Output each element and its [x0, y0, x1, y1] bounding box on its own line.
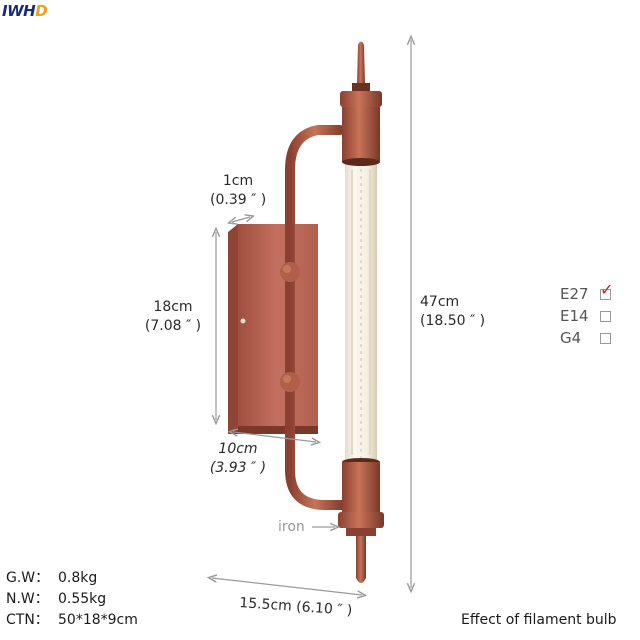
plate-height-cm: 18cm [153, 299, 193, 315]
checkbox-unchecked[interactable] [600, 332, 611, 344]
checkbox-checked[interactable]: ✓ [600, 281, 613, 300]
spec-key: CTN： [6, 612, 49, 628]
socket-name: G4 [560, 329, 582, 347]
socket-option-e14[interactable]: E14 [560, 305, 611, 327]
spec-carton-size: CTN： 50*18*9cm [6, 610, 138, 631]
plate-width-inch: (3.93 ″ ) [209, 460, 267, 476]
bottom-cap [338, 458, 384, 583]
spec-key: N.W： [6, 591, 49, 607]
spec-net-weight: N.W： 0.55kg [6, 589, 138, 610]
top-cap [340, 41, 382, 166]
plate-width-cm: 10cm [218, 441, 258, 457]
depth-cm: 1cm [222, 173, 254, 189]
socket-name: E14 [560, 307, 589, 325]
logo-text-accent: D [35, 2, 48, 20]
plate-width-label: 10cm (3.93 ″ ) [200, 440, 276, 478]
plate-height-label: 18cm (7.08 ″ ) [138, 298, 208, 336]
image-caption: Effect of filament bulb [461, 612, 617, 628]
socket-option-e27[interactable]: E27 ✓ [560, 281, 613, 305]
spec-value: 0.55kg [58, 591, 107, 607]
total-height-inch: (18.50 ″ ) [420, 313, 486, 329]
glass-tube [345, 162, 377, 462]
plate-height-inch: (7.08 ″ ) [144, 318, 202, 334]
socket-type-list: E27 ✓ E14 G4 [560, 281, 613, 349]
checkmark-icon: ✓ [600, 279, 614, 299]
spec-value: 50*18*9cm [58, 612, 138, 628]
material-label: iron [278, 519, 305, 535]
screw-icon [240, 318, 246, 324]
depth-inch: (0.39 ″ ) [210, 192, 267, 208]
socket-option-g4[interactable]: G4 [560, 327, 611, 349]
plate-width-arrow [233, 432, 316, 442]
spec-value: 0.8kg [58, 570, 98, 586]
arm-ornament-ball [280, 262, 300, 282]
socket-name: E27 [560, 285, 589, 303]
wall-backplate [228, 224, 318, 434]
package-specs: G.W： 0.8kg N.W： 0.55kg CTN： 50*18*9cm [6, 568, 138, 631]
spec-key: G.W： [6, 570, 50, 586]
total-height-label: 47cm (18.50 ″ ) [420, 293, 485, 331]
logo-text-primary: IWH [2, 2, 36, 20]
brand-logo: IWHD [2, 2, 48, 20]
total-width-arrow [212, 578, 362, 595]
depth-label: 1cm (0.39 ″ ) [210, 172, 266, 210]
total-height-cm: 47cm [420, 294, 460, 310]
spec-gross-weight: G.W： 0.8kg [6, 568, 138, 589]
depth-arrow [232, 217, 250, 222]
checkbox-unchecked[interactable] [600, 310, 611, 322]
arm-ornament-ball [280, 372, 300, 392]
lamp-arm [285, 125, 350, 510]
